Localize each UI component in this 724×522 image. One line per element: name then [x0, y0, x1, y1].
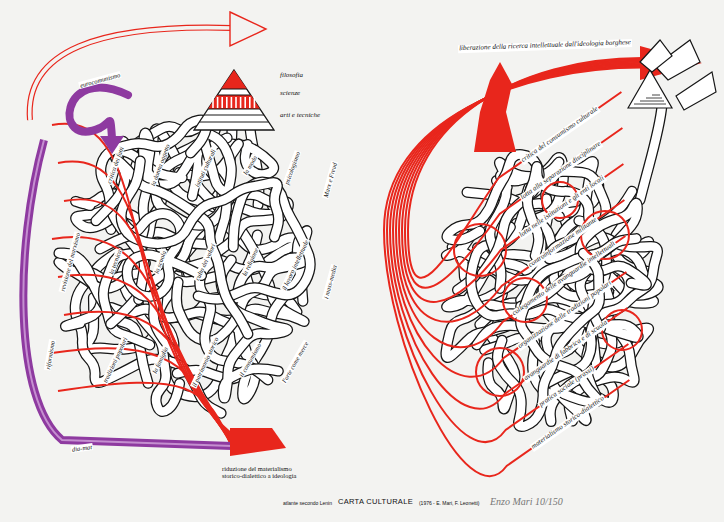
pyramid-label: arti e tecniche — [280, 112, 320, 120]
tube-label: eurocomunismo — [78, 71, 122, 89]
tube-label: riformismo — [44, 339, 56, 371]
footer-credit: (1976 - E. Mari, F. Leonetti) — [419, 501, 480, 507]
pyramid-line — [204, 115, 264, 116]
pyramid-column — [231, 97, 233, 108]
red-arrowhead — [230, 428, 286, 456]
tube-label: i mass-media — [322, 263, 338, 300]
ruin-line — [634, 104, 666, 105]
purple-band-core — [23, 140, 232, 446]
red-line — [384, 68, 642, 477]
tube-body — [640, 105, 662, 200]
ruin-piece — [676, 72, 716, 110]
tube-label: dia-mat — [70, 443, 93, 453]
pyramid-column — [226, 97, 228, 108]
ruin-line — [646, 98, 662, 99]
tube-label: il consumismo — [237, 341, 263, 379]
outline-arrow — [30, 28, 232, 120]
red-loop — [476, 348, 524, 396]
red-line — [396, 63, 642, 347]
ruin-line — [640, 101, 664, 102]
pyramid-top — [221, 70, 247, 89]
pyramid-line — [199, 122, 268, 123]
tube-label: il patrimonio storico — [190, 335, 220, 389]
red-shard — [474, 62, 516, 152]
path-label: collegamento delle avanguardie intellett… — [510, 240, 618, 319]
pyramid-band — [208, 95, 260, 109]
pyramid-column — [235, 97, 237, 108]
pyramid-column — [212, 97, 214, 108]
outline-arrowhead — [230, 12, 266, 46]
path-label: liberazione della ricerca intellettuale … — [458, 39, 632, 53]
tube-label: la scuola — [152, 249, 167, 276]
tube-label: istituti culturali — [193, 147, 217, 189]
tube-outline — [96, 160, 248, 334]
pyramid-column — [249, 97, 251, 108]
red-line — [64, 312, 232, 444]
red-line — [402, 60, 642, 302]
path-label: avanguardie di fabbrica e di scuola — [522, 319, 610, 384]
red-line — [393, 64, 642, 377]
tube-label: la religione — [240, 246, 260, 278]
red-line — [52, 237, 232, 440]
tube-label: la tecnica — [107, 248, 123, 276]
pyramid-column — [244, 97, 246, 108]
pyramid-column — [217, 97, 219, 108]
tube-label: il lavoro intellettuale — [280, 238, 310, 292]
tube-outline — [640, 105, 662, 200]
tube-label: la moda — [241, 153, 259, 177]
purple-band — [69, 88, 128, 138]
red-loop — [602, 310, 642, 350]
tube-label: Marx e Freud — [322, 161, 339, 199]
path-label: organizzazione delle tradizioni popolari — [516, 279, 614, 351]
signature: Enzo Mari 10/150 — [490, 496, 563, 507]
pyramid-column — [221, 97, 223, 108]
pyramid-label: scienze — [280, 90, 300, 98]
red-line — [58, 275, 232, 442]
tube-label: la donna oggetto — [149, 142, 171, 188]
tube-label: revisione del marxismo — [58, 231, 81, 293]
pyramid-line — [221, 89, 246, 90]
outline-arrow — [30, 28, 232, 120]
ruin-piece — [640, 40, 672, 72]
pyramid-outline — [194, 70, 274, 130]
footer-note: atlante secondo Lenin — [283, 501, 332, 507]
tube-label: riduzione del materialismo storico-diale… — [221, 465, 303, 479]
tube-label: culto dei valori — [193, 242, 217, 283]
pyramid-line — [208, 109, 260, 110]
pyramid-column — [254, 97, 256, 108]
tube-outline — [221, 260, 288, 398]
tube-label: critica dei fatti — [105, 145, 126, 186]
red-line — [390, 65, 642, 409]
tube-label: tradizioni popolari — [101, 335, 129, 385]
ruin-line — [652, 95, 660, 96]
tube-label: psicologismo — [282, 150, 301, 187]
red-line — [58, 162, 232, 436]
pyramid-label: filosofia — [280, 72, 303, 80]
red-line — [387, 66, 642, 442]
tube-body — [221, 260, 288, 398]
pyramid-column — [240, 97, 242, 108]
purple-band — [23, 140, 232, 446]
pyramid-shape — [192, 68, 276, 132]
tube-body — [96, 160, 248, 334]
pyramid-line — [217, 95, 250, 96]
path-label: lotta nelle istituzioni e gli enti local… — [517, 174, 606, 240]
tube-label: la famiglia — [150, 345, 169, 376]
pyramid-node: filosofia scienze arti e tecniche — [192, 68, 325, 132]
title: CARTA CULTURALE — [338, 498, 413, 506]
tube-label: l'arte come merce — [280, 339, 310, 384]
